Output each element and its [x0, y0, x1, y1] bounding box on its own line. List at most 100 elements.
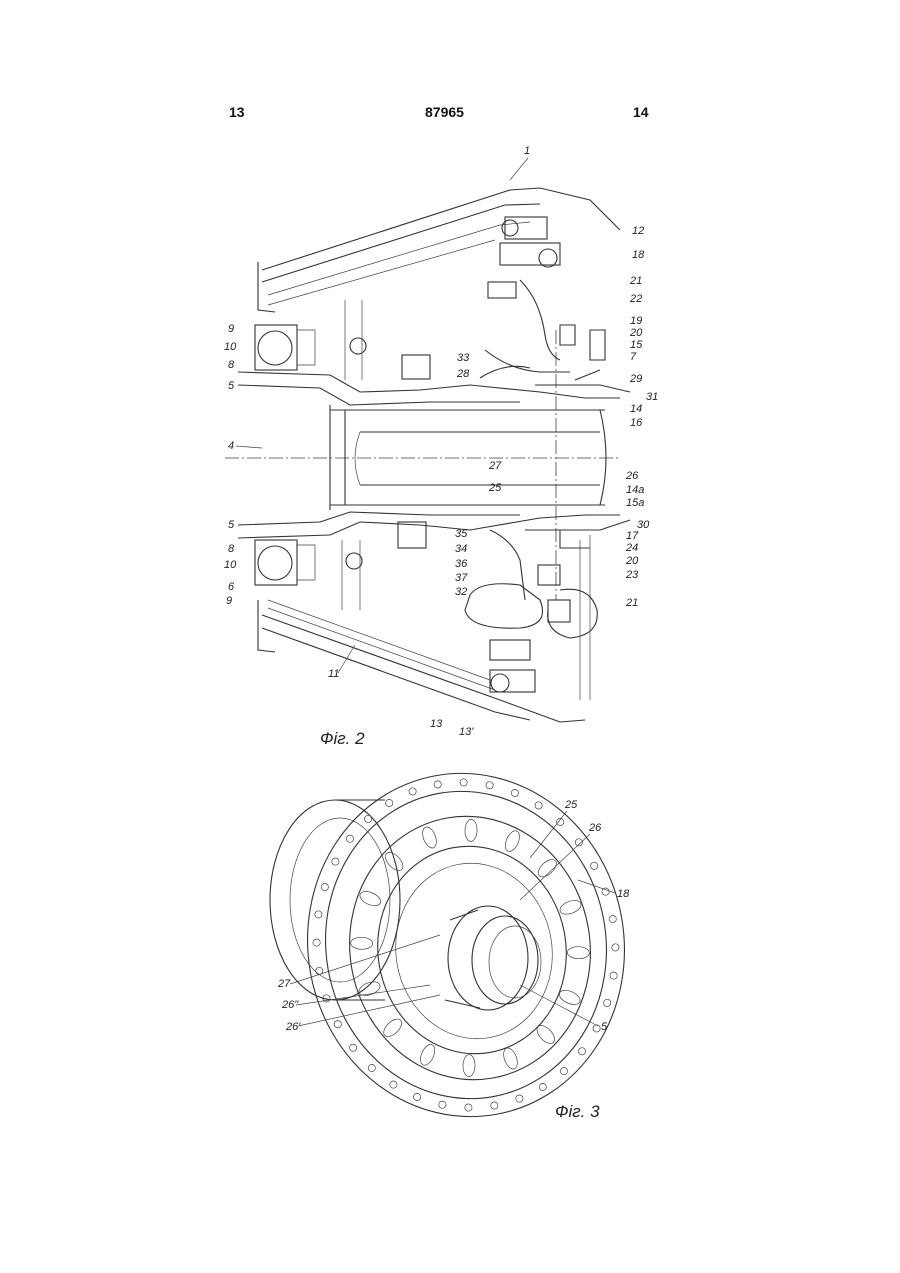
bolt-hole — [409, 788, 416, 795]
fig2-label: 36 — [455, 558, 468, 570]
bolt-hole — [612, 944, 619, 951]
bolt-hole — [610, 972, 617, 979]
fig2-label: 14 — [630, 403, 642, 415]
bolt-hole — [578, 1048, 585, 1055]
fig3-label: 18 — [617, 888, 630, 900]
oval-hole — [463, 1054, 476, 1076]
bolt-hole — [560, 1068, 567, 1075]
bolt-hole — [460, 779, 467, 786]
bolt-hole — [386, 799, 393, 806]
fig2-label: 1 — [524, 145, 530, 157]
figure-2-caption: Фіг. 2 — [320, 729, 365, 748]
fig2-label: 24 — [625, 542, 638, 554]
bolt-hole — [486, 782, 493, 789]
fig2-label: 12 — [632, 225, 644, 237]
bolt-hole — [539, 1083, 546, 1090]
bolt-hole — [313, 939, 320, 946]
fig2-label: 5 — [228, 519, 235, 531]
fig2-label: 28 — [456, 368, 470, 380]
fig2-label: 31 — [646, 391, 658, 403]
bolt-hole — [604, 999, 611, 1006]
fig2-label: 25 — [488, 482, 502, 494]
fig3-label: 26 — [588, 822, 602, 834]
fig2-label: 13' — [459, 726, 474, 738]
oval-hole — [534, 1022, 558, 1046]
fig2-label: 6 — [228, 581, 235, 593]
oval-hole — [351, 937, 373, 950]
bolt-hole — [609, 916, 616, 923]
fig2-label: 26 — [625, 470, 639, 482]
bolt-hole — [334, 1021, 341, 1028]
oval-hole — [381, 1016, 405, 1040]
fig2-label: 9 — [226, 595, 232, 607]
bolt-hole — [593, 1025, 600, 1032]
bolt-hole — [591, 862, 598, 869]
bolt-hole — [535, 802, 542, 809]
fig2-label: 17 — [626, 530, 639, 542]
oval-hole — [557, 987, 582, 1007]
fig2-label: 8 — [228, 543, 235, 555]
bolt-hole — [434, 781, 441, 788]
fig2-label: 27 — [488, 460, 502, 472]
oval-hole — [535, 856, 559, 880]
bolt-hole — [414, 1093, 421, 1100]
bolt-hole — [332, 858, 339, 865]
oval-hole — [558, 898, 583, 917]
bolt-hole — [491, 1102, 498, 1109]
bolt-hole — [321, 884, 328, 891]
fig2-label: 4 — [228, 440, 234, 452]
bolt-hole — [516, 1095, 523, 1102]
fig2-label: 16 — [630, 417, 643, 429]
oval-hole — [418, 1042, 438, 1067]
figure-2-drawing — [225, 188, 630, 722]
oval-hole — [567, 946, 589, 959]
oval-hole — [501, 1046, 520, 1071]
fig2-label: 14a — [626, 484, 644, 496]
figure-3-drawing — [270, 748, 651, 1142]
fig2-label: 15 — [630, 339, 643, 351]
oval-hole — [465, 819, 478, 841]
oval-hole — [502, 829, 522, 854]
bolt-hole — [368, 1064, 375, 1071]
fig3-label: 27 — [277, 978, 291, 990]
bolt-hole — [511, 789, 518, 796]
bolt-hole — [365, 815, 372, 822]
fig2-label: 33 — [457, 352, 470, 364]
fig3-label: 5 — [601, 1021, 608, 1033]
oval-hole — [358, 889, 383, 909]
fig2-label: 30 — [637, 519, 650, 531]
bolt-hole — [350, 1044, 357, 1051]
fig2-label: 18 — [632, 249, 645, 261]
bolt-hole — [439, 1101, 446, 1108]
bolt-hole — [390, 1081, 397, 1088]
figure-2-labels: 1 12 18 21 22 19 20 15 7 29 31 14 16 9 1… — [224, 145, 658, 748]
bolt-hole — [465, 1104, 472, 1111]
fig2-label: 20 — [625, 555, 639, 567]
fig2-label: 9 — [228, 323, 234, 335]
fig2-label: 35 — [455, 528, 468, 540]
fig3-label: 25 — [564, 799, 578, 811]
figure-3-bolt-holes — [313, 779, 619, 1111]
oval-hole — [420, 825, 439, 850]
fig2-label: 8 — [228, 359, 235, 371]
fig2-label: 5 — [228, 380, 235, 392]
fig2-label: 32 — [455, 586, 467, 598]
fig2-label: 19 — [630, 315, 642, 327]
fig2-label: 37 — [455, 572, 468, 584]
fig2-label: 22 — [629, 293, 642, 305]
fig3-label: 26' — [285, 1021, 301, 1033]
oval-hole — [382, 849, 406, 873]
figure-3-caption: Фіг. 3 — [555, 1102, 600, 1121]
bolt-hole — [346, 835, 353, 842]
fig2-label: 23 — [625, 569, 639, 581]
fig2-label: 29 — [629, 373, 642, 385]
fig2-label: 15a — [626, 497, 644, 509]
fig2-label: 34 — [455, 543, 467, 555]
fig2-label: 21 — [625, 597, 638, 609]
fig2-label: 21 — [629, 275, 642, 287]
bolt-hole — [315, 911, 322, 918]
fig2-label: 20 — [629, 327, 643, 339]
fig2-label: 13 — [430, 718, 443, 730]
fig2-label: 10 — [224, 559, 237, 571]
